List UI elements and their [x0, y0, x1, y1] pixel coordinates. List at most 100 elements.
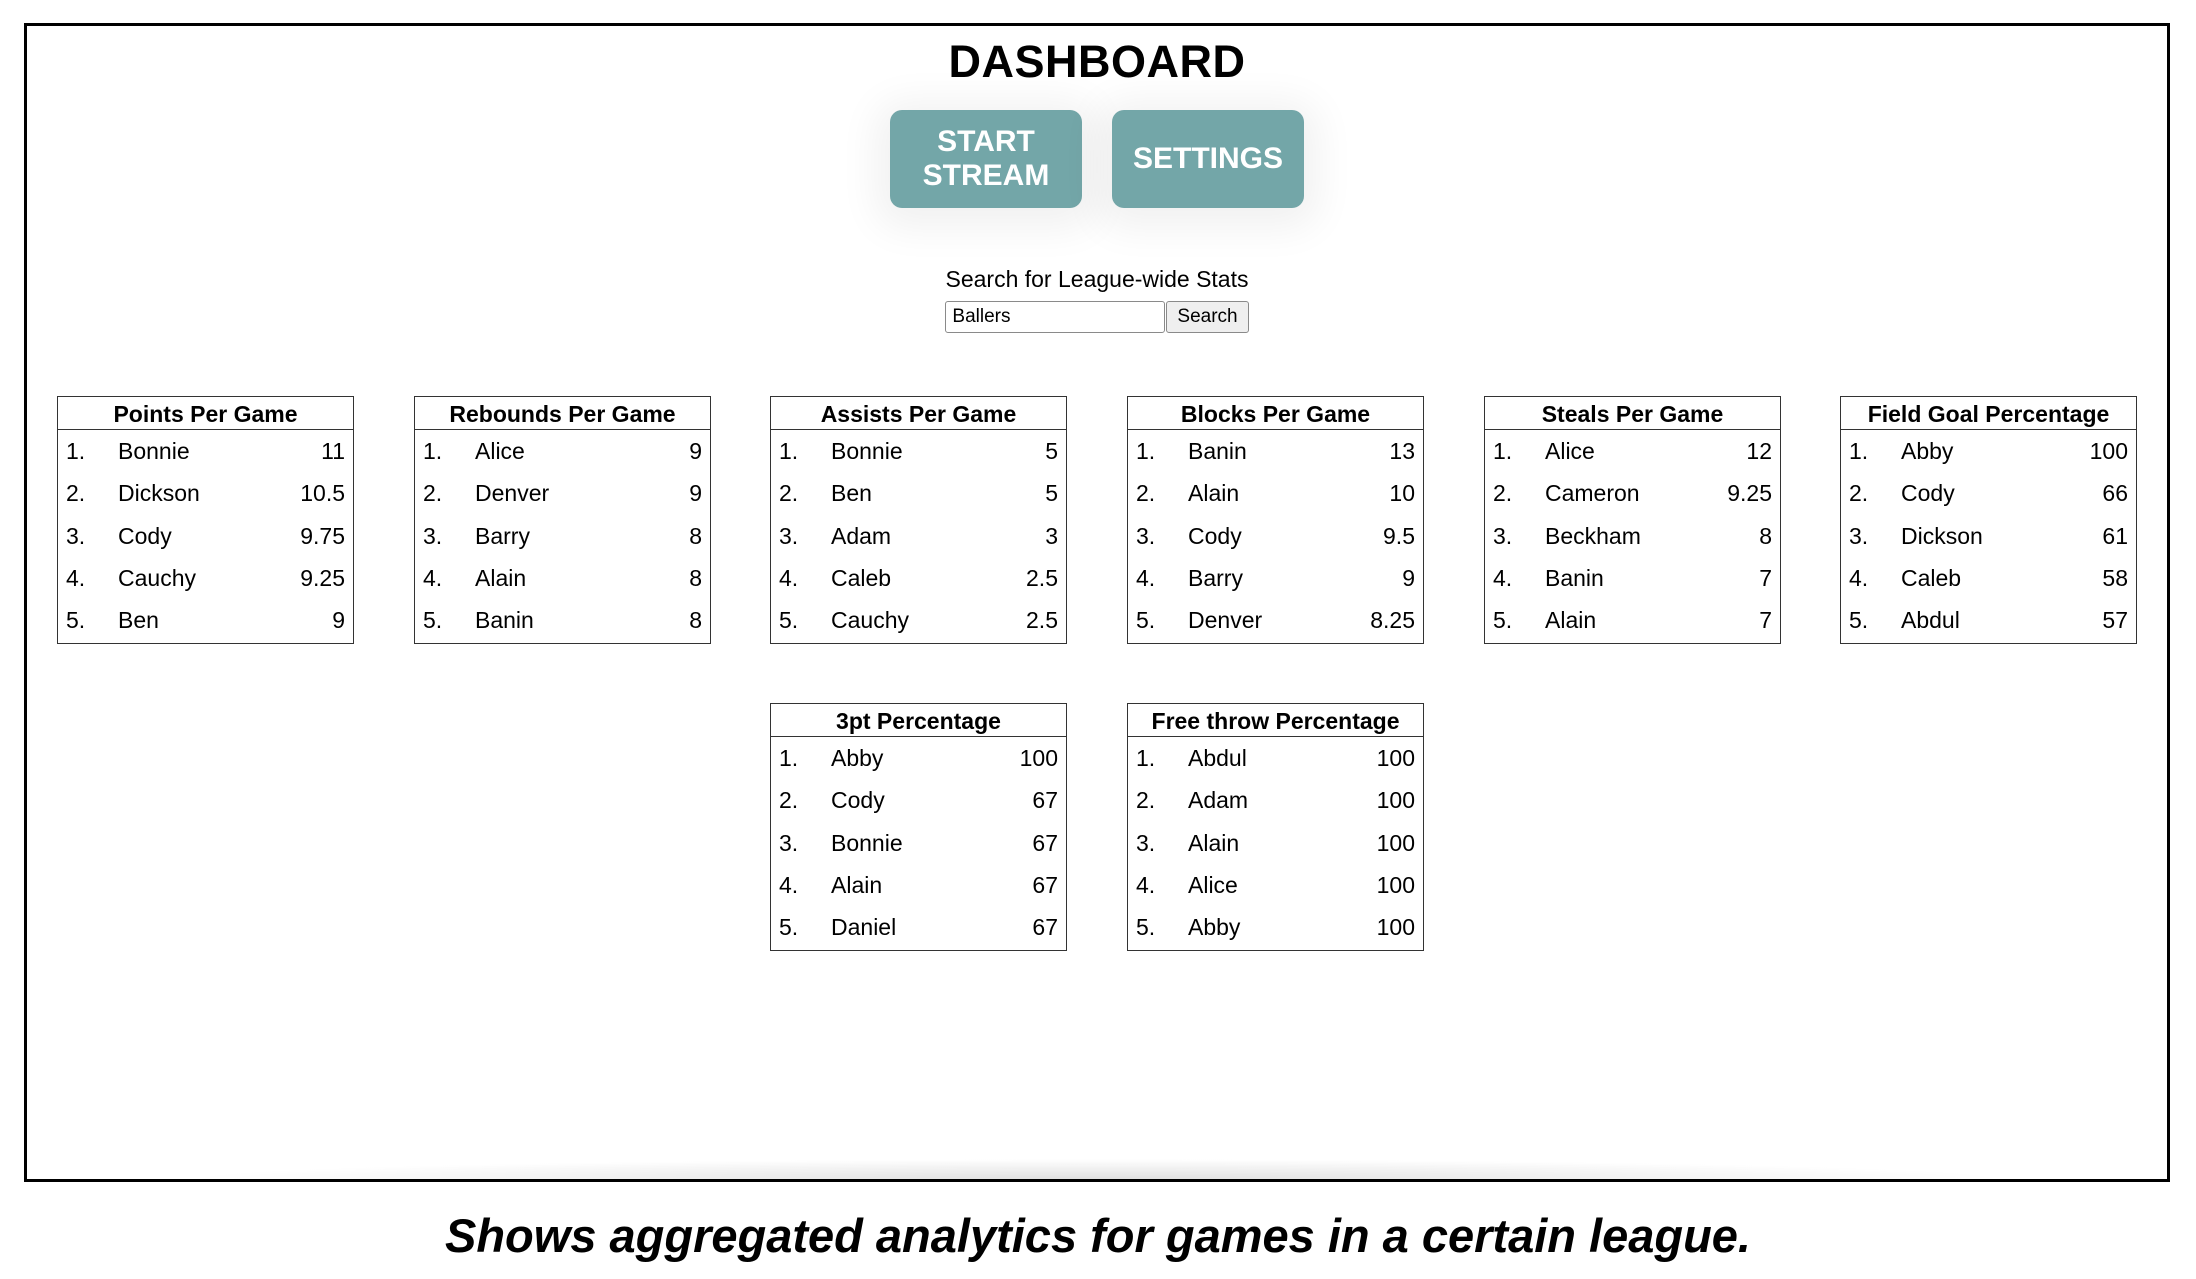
row-rank: 1.: [66, 438, 86, 464]
stat-value: 7: [1759, 607, 1772, 634]
stat-value: 57: [2102, 607, 2128, 634]
player-name: Alice: [475, 438, 525, 464]
player-name: Bonnie: [831, 829, 903, 856]
stat-table-title: Steals Per Game: [1485, 397, 1780, 430]
stat-table-title: Rebounds Per Game: [415, 397, 710, 430]
stat-value: 13: [1389, 438, 1415, 464]
stat-value: 61: [2102, 522, 2128, 549]
player-name: Cody: [1188, 522, 1242, 549]
search-button[interactable]: Search: [1166, 301, 1249, 333]
stat-value: 66: [2102, 480, 2128, 507]
player-name: Barry: [1188, 564, 1243, 591]
row-rank: 4.: [1136, 871, 1156, 898]
stat-value: 11: [321, 438, 345, 464]
row-rank: 5.: [1849, 607, 1869, 634]
row-rank: 1.: [423, 438, 443, 464]
search-label: Search for League-wide Stats: [945, 266, 1249, 292]
player-name: Banin: [1545, 564, 1604, 591]
player-name: Abdul: [1901, 607, 1960, 634]
player-name: Denver: [1188, 607, 1263, 634]
stat-table-title: Blocks Per Game: [1128, 397, 1423, 430]
player-name: Daniel: [831, 914, 897, 941]
player-name: Alain: [1188, 480, 1240, 507]
stat-value: 9: [1402, 564, 1415, 591]
player-name: Beckham: [1545, 522, 1641, 549]
row-rank: 2.: [1849, 480, 1869, 507]
row-rank: 2.: [779, 480, 799, 507]
player-name: Adam: [831, 522, 892, 549]
stat-value: 100: [1376, 787, 1415, 814]
row-rank: 5.: [1136, 607, 1156, 634]
row-rank: 1.: [779, 438, 799, 464]
table-row: 2. Denver 9: [415, 472, 710, 514]
stat-value: 5: [1045, 438, 1058, 464]
player-name: Ben: [831, 480, 872, 507]
dashboard-frame: DASHBOARD START STREAM SETTINGS Search f…: [24, 23, 2170, 1182]
row-rank: 1.: [1493, 438, 1513, 464]
row-rank: 4.: [1136, 564, 1156, 591]
stat-value: 2.5: [1026, 564, 1058, 591]
start-stream-button[interactable]: START STREAM: [890, 110, 1082, 208]
stat-value: 9.25: [1727, 480, 1772, 507]
player-name: Abby: [831, 745, 884, 771]
row-rank: 2.: [423, 480, 443, 507]
stat-value: 8: [1759, 522, 1772, 549]
row-rank: 2.: [1493, 480, 1513, 507]
row-rank: 2.: [779, 787, 799, 814]
row-rank: 5.: [779, 914, 799, 941]
settings-button[interactable]: SETTINGS: [1112, 110, 1304, 208]
row-rank: 4.: [779, 564, 799, 591]
player-name: Alice: [1545, 438, 1595, 464]
stat-value: 100: [1376, 871, 1415, 898]
player-name: Caleb: [1901, 564, 1962, 591]
row-rank: 1.: [1136, 438, 1156, 464]
stat-value: 67: [1032, 829, 1058, 856]
row-rank: 3.: [779, 829, 799, 856]
stat-value: 9.75: [300, 522, 345, 549]
stat-value: 100: [1376, 829, 1415, 856]
stat-table-title: Field Goal Percentage: [1841, 397, 2136, 430]
table-row: 3. Beckham 8: [1485, 515, 1780, 557]
stat-value: 9: [689, 480, 702, 507]
player-name: Alain: [831, 871, 883, 898]
stat-value: 100: [1376, 745, 1415, 771]
row-rank: 3.: [1493, 522, 1513, 549]
player-name: Banin: [475, 607, 534, 634]
table-row: 4. Barry 9: [1128, 557, 1423, 599]
player-name: Alain: [475, 564, 527, 591]
stat-value: 100: [1019, 745, 1058, 771]
player-name: Alain: [1545, 607, 1597, 634]
player-name: Barry: [475, 522, 530, 549]
player-name: Ben: [118, 607, 159, 634]
table-row: 5. Abdul 57: [1841, 599, 2136, 641]
player-name: Alain: [1188, 829, 1240, 856]
row-rank: 5.: [1136, 914, 1156, 941]
row-rank: 2.: [66, 480, 86, 507]
player-name: Adam: [1188, 787, 1249, 814]
row-rank: 2.: [1136, 787, 1156, 814]
player-name: Denver: [475, 480, 550, 507]
search-input[interactable]: [945, 301, 1166, 333]
